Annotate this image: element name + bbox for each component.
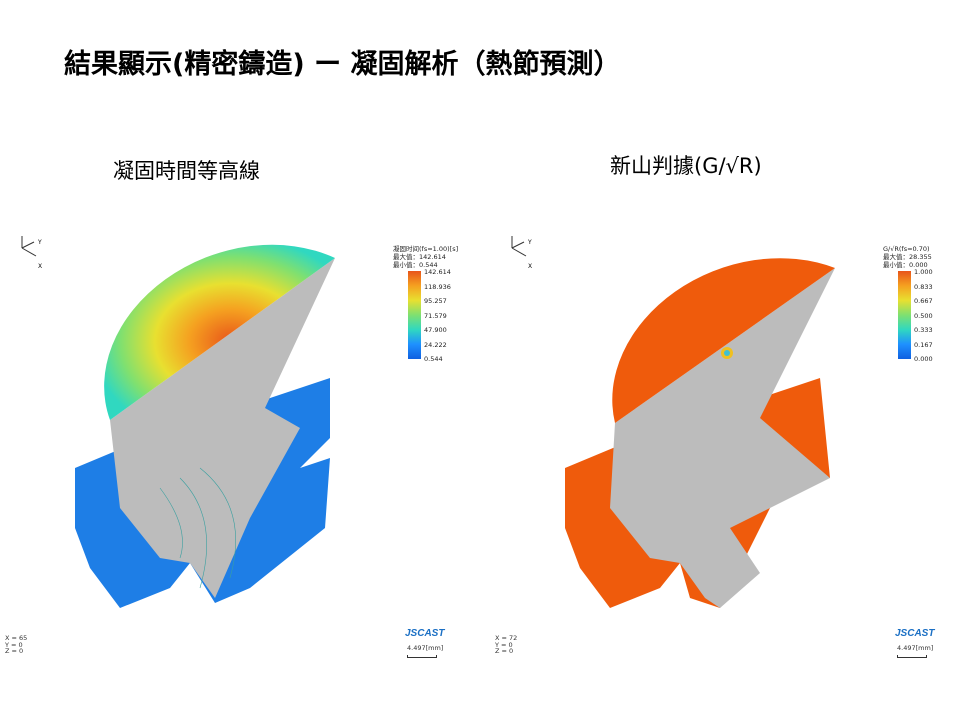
legend-tick: 24.222 xyxy=(424,340,447,349)
jscast-logo: JSCAST xyxy=(405,628,445,639)
left-subtitle: 凝固時間等高線 xyxy=(113,159,260,183)
coord-z: Z = 0 xyxy=(5,647,24,655)
jscast-logo: JSCAST xyxy=(895,628,935,639)
svg-text:X: X xyxy=(528,263,532,270)
svg-text:X: X xyxy=(38,263,42,270)
legend-title: 凝固时间(fs=1.00)[s] xyxy=(393,245,459,253)
legend-max: 最大值：142.614 xyxy=(393,253,446,261)
svg-text:Y: Y xyxy=(527,239,532,246)
scale-label: 4.497[mm] xyxy=(407,644,444,652)
legend-tick: 0.833 xyxy=(914,282,933,291)
legend-tick: 47.900 xyxy=(424,326,447,334)
axis-triad-icon: YX xyxy=(511,236,532,270)
legend-tick: 0.000 xyxy=(914,355,933,363)
scale-bar xyxy=(897,655,927,658)
coord-z: Z = 0 xyxy=(495,647,514,655)
legend-tick: 0.500 xyxy=(914,311,933,320)
coord-x: X = 65 xyxy=(5,634,28,642)
legend-min: 最小值：0.000 xyxy=(883,261,928,269)
scale-label: 4.497[mm] xyxy=(897,644,934,652)
legend-tick: 0.333 xyxy=(914,326,933,334)
coord-x: X = 72 xyxy=(495,634,518,642)
legend-tick: 0.544 xyxy=(424,355,443,363)
coords: X = 65 Y = 0 Z = 0 xyxy=(5,635,27,655)
legend-max: 最大值：28.355 xyxy=(883,253,932,261)
axis-triad-icon: YX xyxy=(21,236,42,270)
slide-title: 結果顯示(精密鑄造) ー 凝固解析（熱節預測） xyxy=(64,49,621,80)
left-model-render: YX xyxy=(21,236,335,608)
scale-bar xyxy=(407,655,437,658)
legend-tick: 0.167 xyxy=(914,340,933,349)
legend-tick: 142.614 xyxy=(424,268,451,276)
legend-tick: 118.936 xyxy=(424,282,451,291)
legend-tick: 71.579 xyxy=(424,311,447,320)
legend-title: G/√R(fs=0.70) xyxy=(883,245,930,253)
color-scale-bar xyxy=(898,271,911,359)
coord-y: Y = 0 xyxy=(5,640,23,649)
legend-tick: 1.000 xyxy=(914,268,933,276)
legend-tick: 95.257 xyxy=(424,297,447,305)
coords: X = 72 Y = 0 Z = 0 xyxy=(495,635,517,655)
legend-min: 最小值：0.544 xyxy=(393,261,438,269)
legend-tick: 0.667 xyxy=(914,297,933,305)
right-model-render: YX xyxy=(511,236,835,608)
coord-y: Y = 0 xyxy=(495,640,513,649)
right-subtitle: 新山判據(G/√R) xyxy=(610,154,762,178)
color-scale-bar xyxy=(408,271,421,359)
svg-text:Y: Y xyxy=(37,239,42,246)
